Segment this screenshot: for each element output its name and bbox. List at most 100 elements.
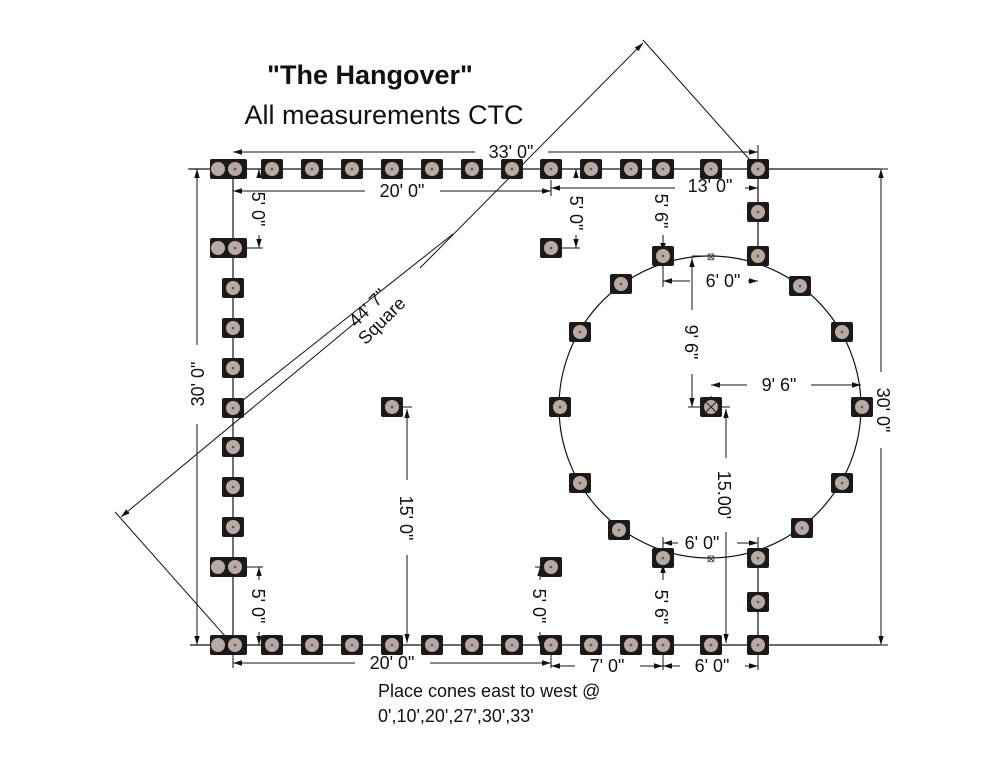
overall-width-label: 33' 0" [489, 142, 534, 162]
bottom-left-span-dimension: 20' 0" [232, 653, 552, 673]
top-mid-offset-label: 5' 0" [566, 196, 586, 231]
bottom-mid-span-dimension: 7' 0" [551, 655, 664, 676]
circle-bottom-gap-label: 6' 0" [685, 533, 720, 553]
center-to-bottom-dimension: 15.00' [714, 406, 734, 643]
cone-marker-icon [610, 274, 632, 294]
bottom-mid-span-label: 7' 0" [590, 656, 625, 676]
cone-marker-icon [210, 557, 247, 577]
bottom-mid-offset-label: 5' 0" [529, 589, 549, 624]
cone-marker-icon [341, 159, 363, 179]
cone-marker-icon [789, 276, 811, 296]
cone-marker-icon [580, 635, 602, 655]
cone-marker-icon [222, 517, 244, 537]
circle-vertical-radius-dimension: 9' 6" [681, 258, 705, 408]
cone-marker-icon [222, 278, 244, 298]
cone-marker-icon [569, 473, 591, 493]
circle-vertical-radius-label: 9' 6" [681, 325, 701, 360]
cone-marker-icon [747, 548, 769, 568]
cone-marker-icon [222, 318, 244, 338]
mid-cone-height-dimension: 15' 0" [396, 406, 416, 643]
top-right-span-dimension: 13' 0" [551, 176, 758, 196]
overall-width-dimension: 33' 0" [233, 142, 759, 162]
cone-marker-icon [569, 322, 591, 342]
cone-marker-icon [261, 159, 283, 179]
cone-marker-icon [652, 159, 674, 179]
course-outline [190, 160, 880, 655]
diagram-title: "The Hangover" [267, 60, 473, 90]
cone-marker-icon [501, 635, 523, 655]
cone-marker-icon [620, 635, 642, 655]
bottom-left-offset-label: 5' 0" [248, 589, 268, 624]
cone-marker-icon [747, 246, 769, 266]
bottom-right-span-label: 6' 0" [695, 656, 730, 676]
cone-marker-icon [700, 635, 722, 655]
bottom-mid-offset-dimension: 5' 0" [529, 566, 551, 645]
cone-marker-icon [608, 520, 630, 540]
cone-marker-icon [301, 159, 323, 179]
cone-marker-icon [652, 246, 674, 266]
circle-bottom-offset-label: 5' 6" [651, 590, 671, 625]
cone-marker-icon [747, 592, 769, 612]
cones [210, 159, 873, 655]
bottom-left-offset-dimension: 5' 0" [233, 566, 268, 645]
circle-top-offset-dimension: 5' 6" [651, 194, 671, 252]
cone-marker-icon [421, 159, 443, 179]
cone-marker-icon [747, 635, 769, 655]
cone-marker-icon [210, 238, 247, 258]
diagonal-dimension: 44' 7" Square [114, 39, 759, 646]
cone-marker-icon [791, 518, 813, 538]
circle-horizontal-radius-dimension: 9' 6" [710, 375, 861, 405]
cone-marker-icon [261, 635, 283, 655]
cone-marker-icon [210, 635, 247, 655]
cone-marker-icon [222, 358, 244, 378]
circle-bottom-offset-dimension: 5' 6" [651, 564, 671, 624]
top-left-span-dimension: 20' 0" [233, 180, 552, 201]
cone-marker-icon [540, 557, 562, 577]
mid-cone-height-label: 15' 0" [396, 496, 416, 541]
cone-marker-icon [851, 397, 873, 417]
cone-marker-icon [381, 397, 403, 417]
diagram-subtitle: All measurements CTC [244, 100, 523, 130]
cone-marker-icon [620, 159, 642, 179]
cone-marker-icon [831, 473, 853, 493]
cone-marker-icon [341, 635, 363, 655]
right-height-dimension: 30' 0" [758, 168, 893, 646]
bottom-right-span-dimension: 6' 0" [663, 655, 759, 676]
cone-marker-icon [580, 159, 602, 179]
circle-top-gap-dimension: 6' 0" ⊠ [662, 252, 758, 291]
cone-marker-icon [747, 159, 769, 179]
cone-marker-icon [831, 322, 853, 342]
top-mid-offset-dimension: 5' 0" [551, 169, 586, 249]
cone-marker-icon [301, 635, 323, 655]
cone-marker-icon [381, 159, 403, 179]
cone-marker-icon [747, 202, 769, 222]
cone-marker-icon [540, 635, 562, 655]
top-right-span-label: 13' 0" [688, 176, 733, 196]
circle-horizontal-radius-label: 9' 6" [762, 375, 797, 395]
cone-marker-icon [652, 635, 674, 655]
top-left-offset-label: 5' 0" [248, 192, 268, 227]
cone-marker-icon [461, 635, 483, 655]
cone-marker-icon [549, 397, 571, 417]
cone-marker-icon [222, 477, 244, 497]
left-height-dimension: 30' 0" [188, 168, 208, 645]
cone-marker-icon [222, 398, 244, 418]
center-cross-icon: ⊠ [707, 252, 715, 263]
cone-marker-icon [222, 437, 244, 457]
note-line-2: 0',10',20',27',30',33' [378, 706, 534, 726]
top-left-offset-dimension: 5' 0" [233, 169, 268, 249]
center-cross-icon [700, 397, 722, 417]
cone-marker-icon [501, 159, 523, 179]
circle-top-offset-label: 5' 6" [651, 194, 671, 229]
cone-marker-icon [700, 159, 722, 179]
right-height-label: 30' 0" [873, 388, 893, 433]
cone-marker-icon [652, 548, 674, 568]
cone-marker-icon [461, 159, 483, 179]
center-to-bottom-label: 15.00' [714, 471, 734, 519]
cone-marker-icon [540, 238, 562, 258]
left-height-label: 30' 0" [188, 362, 208, 407]
center-cross-icon: ⊠ [707, 554, 715, 565]
note-line-1: Place cones east to west @ [378, 681, 600, 701]
circle-top-gap-label: 6' 0" [706, 271, 741, 291]
